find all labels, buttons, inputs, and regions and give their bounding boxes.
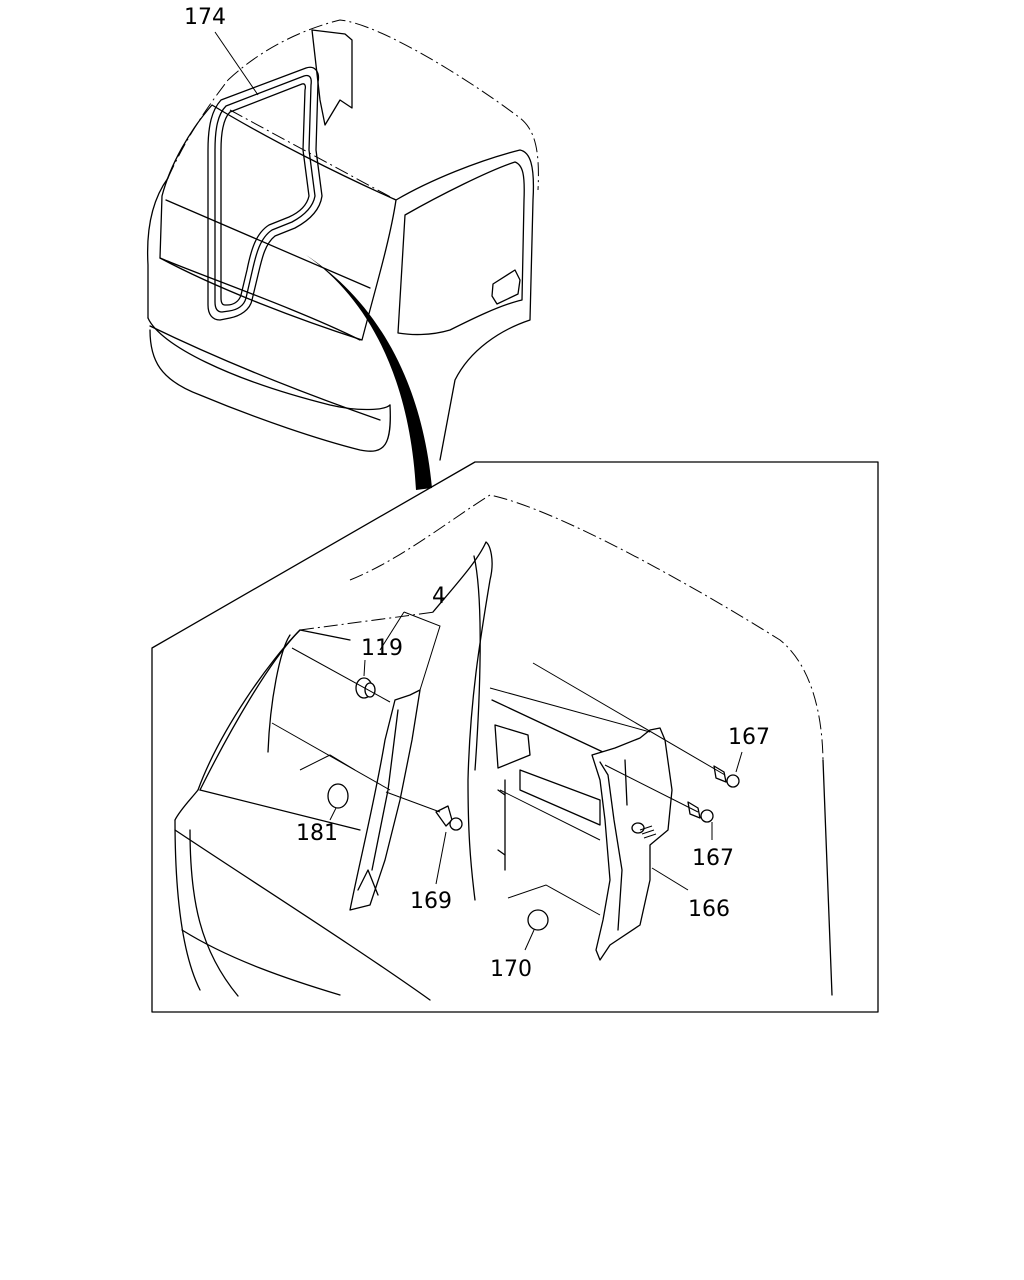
label-174: 174: [184, 5, 226, 30]
label-4: 4: [432, 584, 446, 609]
cab-overview: [146, 19, 539, 461]
label-170: 170: [490, 957, 532, 982]
label-181: 181: [296, 821, 338, 846]
label-166: 166: [688, 897, 730, 922]
label-169: 169: [410, 889, 452, 914]
label-167-upper: 167: [728, 725, 770, 750]
detail-view: [151, 461, 879, 1013]
label-119: 119: [361, 636, 403, 661]
detail-arrow: [306, 255, 432, 490]
label-167-lower: 167: [692, 846, 734, 871]
